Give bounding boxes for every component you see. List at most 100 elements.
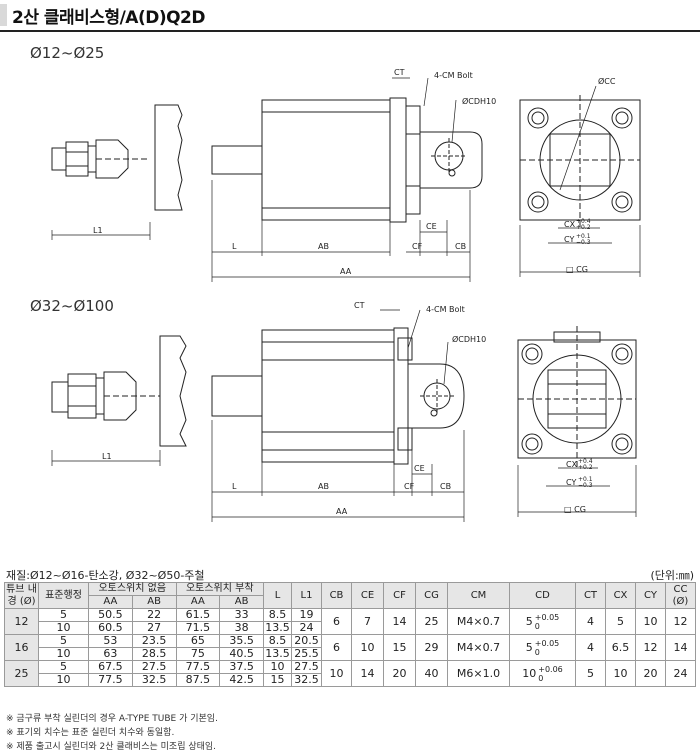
dim-cx-tol-top-small: +0.4: [576, 218, 591, 225]
header-cx: CX: [605, 582, 636, 609]
dim-cg-small: □ CG: [566, 265, 588, 274]
cell-stroke: 5: [38, 634, 89, 648]
cell-cm: M6×1.0: [447, 660, 510, 687]
cell-cy: 20: [635, 660, 666, 687]
header-cy: CY: [635, 582, 666, 609]
dim-cy-tol-bot-large: −0.3: [578, 482, 593, 489]
header-cf: CF: [383, 582, 416, 609]
cell-stroke: 10: [38, 621, 89, 635]
cell-cf: 20: [383, 660, 416, 687]
dim-cb-large: CB: [440, 482, 451, 491]
dim-cy-tol-top-small: +0.1: [576, 233, 591, 240]
cell-stroke: 10: [38, 647, 89, 661]
unit-note: (단위:㎜): [650, 569, 694, 582]
cell-bore: 25: [4, 660, 39, 687]
cell-ce: 10: [351, 634, 384, 661]
cell-cy: 12: [635, 634, 666, 661]
cell-aa: 53: [88, 634, 133, 648]
cell-cx: 6.5: [605, 634, 636, 661]
cell-cc: 14: [665, 634, 696, 661]
header-cb: CB: [321, 582, 352, 609]
material-note: 재질:Ø12~Ø16-탄소강, Ø32~Ø50-주철: [6, 569, 205, 582]
cell-cm: M4×0.7: [447, 634, 510, 661]
header-cd: CD: [509, 582, 576, 609]
dim-aa-large: AA: [336, 507, 348, 516]
cell-aa-switch: 87.5: [175, 673, 221, 687]
cell-cb: 10: [321, 660, 352, 687]
dim-l-large: L: [232, 482, 237, 491]
end-view-large: [517, 326, 637, 470]
cell-ab: 23.5: [131, 634, 177, 648]
dim-l1-small: L1: [93, 226, 103, 235]
header-no-switch: 오토스위치 없음: [88, 582, 177, 596]
cell-ab-switch: 37.5: [219, 660, 264, 674]
cell-cd-value: 5: [525, 640, 533, 654]
cell-ce: 7: [351, 608, 384, 635]
header-ct: CT: [575, 582, 606, 609]
spec-table: 튜브 내경 (Ø) 표준행정 오토스위치 없음 오토스위치 부착 L L1 CB…: [4, 582, 696, 687]
header-aa: AA: [88, 595, 133, 609]
cell-l: 8.5: [263, 634, 292, 648]
drawing-large-bore: L1 L AB AA CE CF CB CT 4-CM Bolt ØCDH10 …: [51, 301, 637, 522]
note-line: ※ 금구류 부착 실린더의 경우 A-TYPE TUBE 가 기본임.: [6, 714, 218, 724]
cell-ab: 28.5: [131, 647, 177, 661]
cell-cy: 10: [635, 608, 666, 635]
cylinder-body-side: [211, 97, 483, 223]
cell-aa-switch: 61.5: [175, 608, 221, 622]
dim-ct-large: CT: [354, 301, 365, 310]
header-cg: CG: [415, 582, 448, 609]
cell-ab: 27: [131, 621, 177, 635]
cell-cd-value: 5: [525, 614, 533, 628]
cell-ab: 32.5: [131, 673, 177, 687]
header-l1: L1: [291, 582, 322, 609]
header-aa-switch: AA: [175, 595, 221, 609]
cell-l1: 19: [291, 608, 322, 622]
cell-cf: 15: [383, 634, 416, 661]
drawing-small-bore: L1 L AB AA CE CF CB CT 4-CM Bolt ØCDH10 …: [51, 68, 641, 282]
cell-cx: 10: [605, 660, 636, 687]
section-label-small: Ø12~Ø25: [30, 44, 105, 62]
notes: ※ 금구류 부착 실린더의 경우 A-TYPE TUBE 가 기본임. ※ 표기…: [6, 712, 218, 754]
dim-ct-small: CT: [394, 68, 405, 77]
cell-cg: 40: [415, 660, 448, 687]
cell-aa: 67.5: [88, 660, 133, 674]
cell-ab: 22: [131, 608, 177, 622]
section-label-large: Ø32~Ø100: [30, 297, 114, 315]
dim-l-small: L: [232, 242, 237, 251]
dim-ab-large: AB: [318, 482, 329, 491]
cell-l: 8.5: [263, 608, 292, 622]
dim-cdh-small: ØCDH10: [462, 96, 496, 106]
cell-ab-switch: 35.5: [219, 634, 264, 648]
dim-cy-small: CY: [564, 235, 574, 244]
header-ab-switch: AB: [219, 595, 264, 609]
dim-cy-tol-bot-small: −0.3: [576, 239, 591, 246]
cell-cc: 12: [665, 608, 696, 635]
cell-ab-switch: 42.5: [219, 673, 264, 687]
cell-aa-switch: 65: [175, 634, 221, 648]
note-line: ※ 표기외 치수는 표준 실린더 치수와 동일함.: [6, 728, 175, 738]
dim-cx-tol-top-large: +0.4: [578, 458, 593, 465]
cell-aa-switch: 71.5: [175, 621, 221, 635]
header-cm: CM: [447, 582, 510, 609]
header-l: L: [263, 582, 292, 609]
cell-aa: 77.5: [88, 673, 133, 687]
header-switch: 오토스위치 부착: [175, 582, 264, 596]
dim-ce-large: CE: [414, 464, 425, 473]
dim-cdh-large: ØCDH10: [452, 334, 486, 344]
rod-end-clevis-side-large: [51, 335, 187, 447]
cell-l1: 32.5: [291, 673, 322, 687]
table-row: 10 60.5 27 71.5 38 13.5 24: [5, 621, 696, 635]
cell-l: 13.5: [263, 647, 292, 661]
cell-ab-switch: 33: [219, 608, 264, 622]
dim-l1-large: L1: [102, 452, 112, 461]
cell-ct: 4: [575, 608, 606, 635]
dim-cx-tol-bot-large: +0.2: [578, 464, 593, 471]
cell-cm: M4×0.7: [447, 608, 510, 635]
cell-ab: 27.5: [131, 660, 177, 674]
header-cc: CC (Ø): [665, 582, 696, 609]
cell-cd-tol-top: +0.05: [534, 612, 560, 622]
header-bore: 튜브 내경 (Ø): [4, 582, 39, 609]
cell-ct: 5: [575, 660, 606, 687]
dim-cb-small: CB: [455, 242, 466, 251]
